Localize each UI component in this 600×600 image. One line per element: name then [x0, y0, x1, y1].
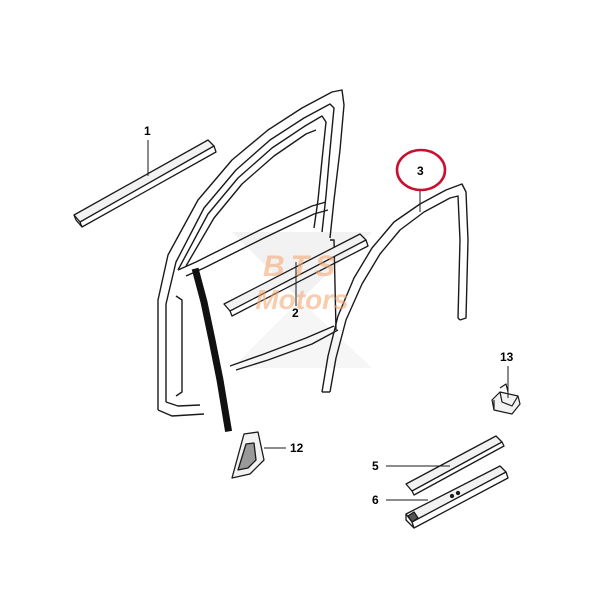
part-2-strip	[223, 233, 369, 317]
callout-2: 2	[292, 306, 299, 320]
part-6-seal	[405, 465, 509, 529]
callout-6: 6	[372, 493, 379, 507]
callout-5: 5	[372, 459, 379, 473]
part-13-clip	[491, 383, 521, 415]
channel-seal	[191, 267, 233, 433]
part-5-strip	[405, 435, 505, 496]
callout-1: 1	[144, 124, 151, 138]
callout-3: 3	[417, 164, 424, 178]
leader-lines	[147, 140, 509, 501]
callout-13: 13	[500, 350, 514, 364]
door-frame	[157, 89, 345, 417]
highlight-circle	[395, 148, 447, 192]
callout-12: 12	[290, 441, 304, 455]
part-12-cover	[231, 431, 265, 479]
part-1-strip	[73, 139, 217, 228]
